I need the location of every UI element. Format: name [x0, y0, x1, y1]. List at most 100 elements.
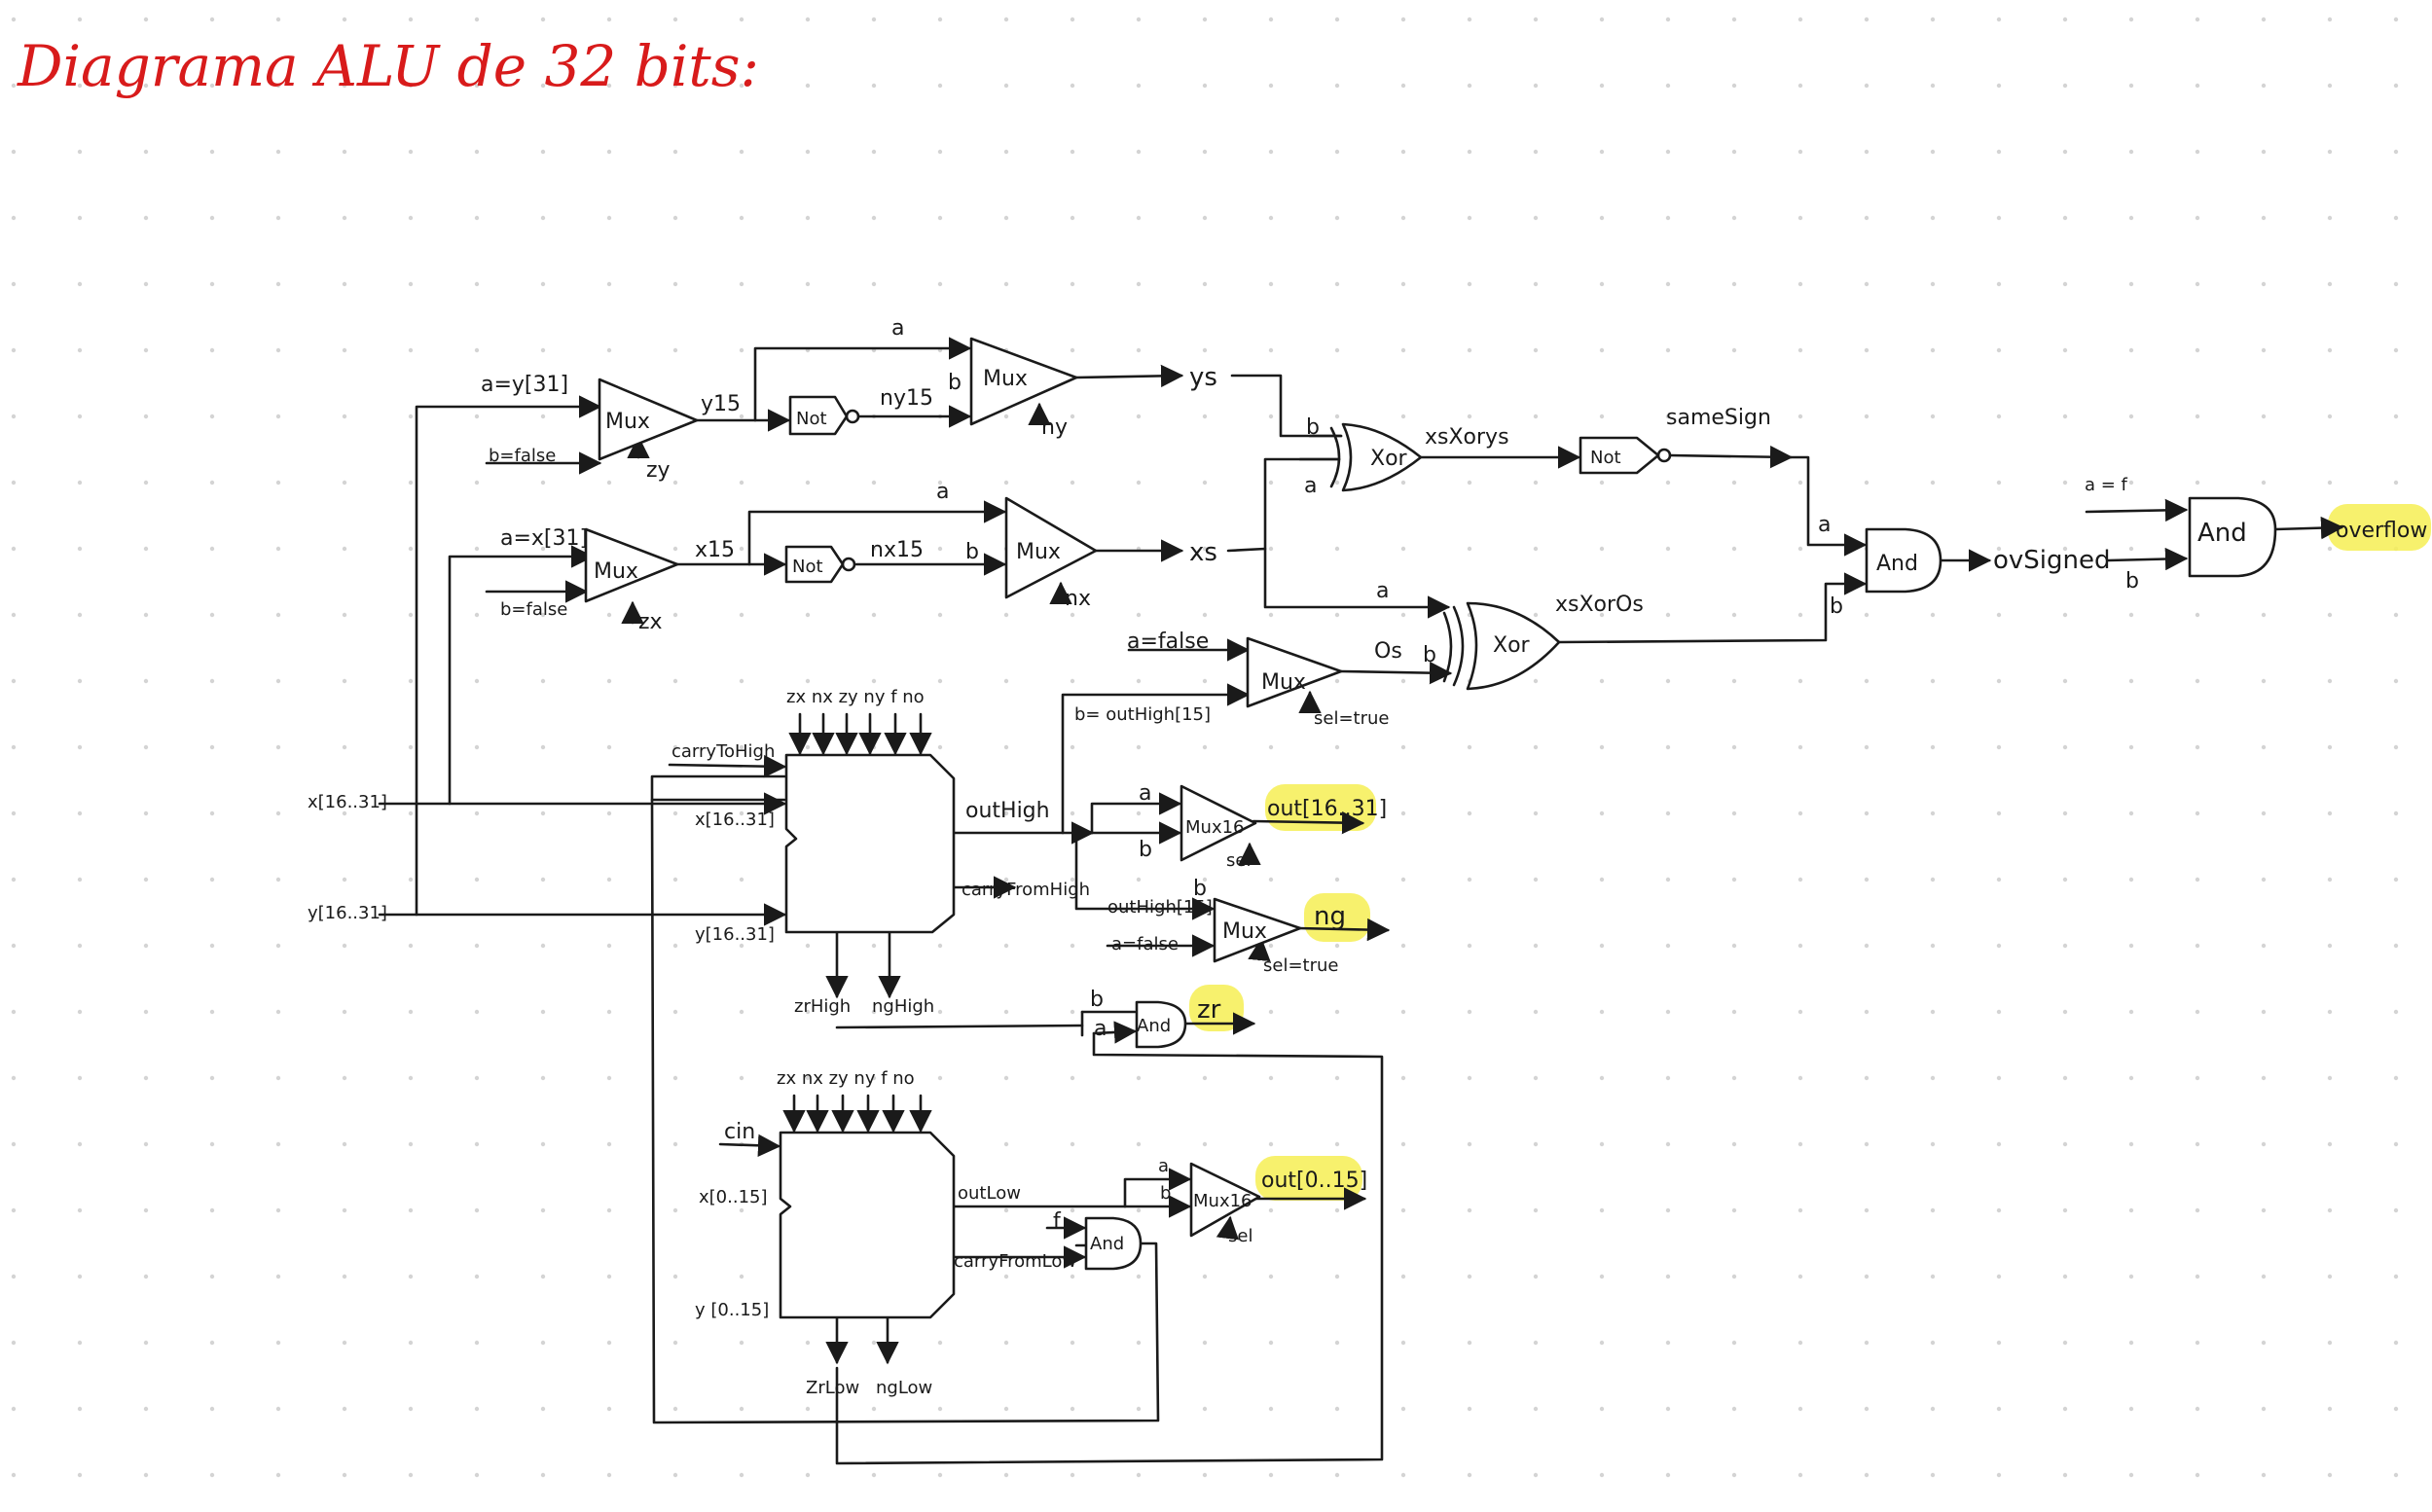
- grid-dot: [1665, 347, 1671, 353]
- grid-dot: [1864, 347, 1869, 353]
- grid-dot: [1400, 1340, 1406, 1346]
- grid-dot: [1731, 215, 1737, 221]
- grid-dot: [2128, 215, 2134, 221]
- zr-and-gate-label: And: [1137, 1016, 1171, 1036]
- grid-dot: [1665, 943, 1671, 949]
- grid-dot: [1731, 744, 1737, 750]
- grid-dot: [209, 83, 215, 89]
- grid-dot: [275, 480, 281, 486]
- zrlow-label: ZrLow: [806, 1378, 859, 1398]
- grid-dot: [2393, 215, 2399, 221]
- grid-dot: [1996, 943, 2002, 949]
- grid-dot: [77, 83, 83, 89]
- grid-dot: [1864, 83, 1869, 89]
- x-mux-b-label: b=false: [500, 599, 567, 620]
- grid-dot: [1334, 612, 1340, 618]
- grid-dot: [1996, 810, 2002, 816]
- mux-os: [1246, 636, 1343, 708]
- grid-dot: [937, 678, 943, 684]
- grid-dot: [342, 347, 347, 353]
- grid-dot: [1136, 149, 1142, 155]
- nglow-label: ngLow: [876, 1378, 932, 1398]
- grid-dot: [1202, 347, 1208, 353]
- grid-dot: [1930, 414, 1936, 419]
- grid-dot: [2128, 943, 2134, 949]
- grid-dot: [2128, 1009, 2134, 1015]
- grid-dot: [672, 1141, 678, 1147]
- and2-gate-label: And: [2197, 519, 2247, 548]
- grid-dot: [474, 281, 480, 287]
- grid-dot: [1070, 678, 1075, 684]
- grid-dot: [77, 480, 83, 486]
- grid-dot: [1731, 1406, 1737, 1412]
- grid-dot: [606, 1075, 612, 1081]
- grid-dot: [1003, 83, 1009, 89]
- grid-dot: [77, 17, 83, 22]
- grid-dot: [342, 83, 347, 89]
- grid-dot: [1864, 215, 1869, 221]
- grid-dot: [1599, 215, 1605, 221]
- grid-dot: [937, 17, 943, 22]
- grid-dot: [2327, 149, 2333, 155]
- grid-dot: [1599, 678, 1605, 684]
- wires: [378, 337, 2344, 1465]
- grid-dot: [143, 215, 149, 221]
- grid-dot: [606, 480, 612, 486]
- grid-dot: [2261, 612, 2267, 618]
- grid-dot: [1864, 1075, 1869, 1081]
- grid-dot: [1003, 1472, 1009, 1478]
- grid-dot: [1334, 744, 1340, 750]
- os-label: Os: [1374, 639, 1402, 664]
- grid-dot: [1268, 1009, 1274, 1015]
- grid-dot: [2128, 877, 2134, 882]
- grid-dot: [342, 17, 347, 22]
- grid-dot: [672, 943, 678, 949]
- grid-dot: [2393, 1406, 2399, 1412]
- grid-dot: [2327, 810, 2333, 816]
- grid-dot: [1334, 1274, 1340, 1279]
- grid-dot: [143, 1075, 149, 1081]
- grid-dot: [1334, 414, 1340, 419]
- grid-dot: [474, 1075, 480, 1081]
- grid-dot: [1797, 480, 1803, 486]
- ng-mux-b-wire-label: outHigh[15]: [1107, 897, 1213, 918]
- not-nx-bubble: [841, 557, 856, 572]
- grid-dot: [2195, 877, 2200, 882]
- grid-dot: [2062, 1406, 2068, 1412]
- grid-dot: [275, 1274, 281, 1279]
- grid-dot: [408, 1207, 414, 1213]
- grid-dot: [209, 744, 215, 750]
- grid-dot: [2261, 1141, 2267, 1147]
- grid-dot: [672, 281, 678, 287]
- grid-dot: [275, 612, 281, 618]
- grid-dot: [2195, 612, 2200, 618]
- grid-dot: [2327, 83, 2333, 89]
- grid-dot: [2261, 1406, 2267, 1412]
- grid-dot: [1996, 1472, 2002, 1478]
- grid-dot: [1467, 1009, 1472, 1015]
- grid-dot: [2327, 1340, 2333, 1346]
- grid-dot: [2062, 414, 2068, 419]
- gates: [584, 337, 2277, 1319]
- grid-dot: [1533, 612, 1539, 618]
- grid-dot: [2195, 149, 2200, 155]
- grid-dot: [540, 1274, 546, 1279]
- out-high-label: out[16..31]: [1267, 797, 1387, 821]
- mux16-high-gate-label: Mux16: [1185, 817, 1245, 838]
- grid-dot: [1467, 877, 1472, 882]
- grid-dot: [672, 1075, 678, 1081]
- grid-dot: [1930, 810, 1936, 816]
- grid-dot: [672, 17, 678, 22]
- grid-dot: [1467, 281, 1472, 287]
- grid-dot: [739, 215, 744, 221]
- grid-dot: [77, 149, 83, 155]
- grid-dot: [1930, 149, 1936, 155]
- grid-dot: [1533, 1075, 1539, 1081]
- outlow-label: outLow: [958, 1183, 1021, 1204]
- y-mux-gate-label: Mux: [605, 410, 650, 434]
- not-ny: [788, 395, 849, 436]
- grid-dot: [1731, 810, 1737, 816]
- grid-dot: [1334, 1075, 1340, 1081]
- grid-dot: [11, 612, 17, 618]
- grid-dot: [672, 347, 678, 353]
